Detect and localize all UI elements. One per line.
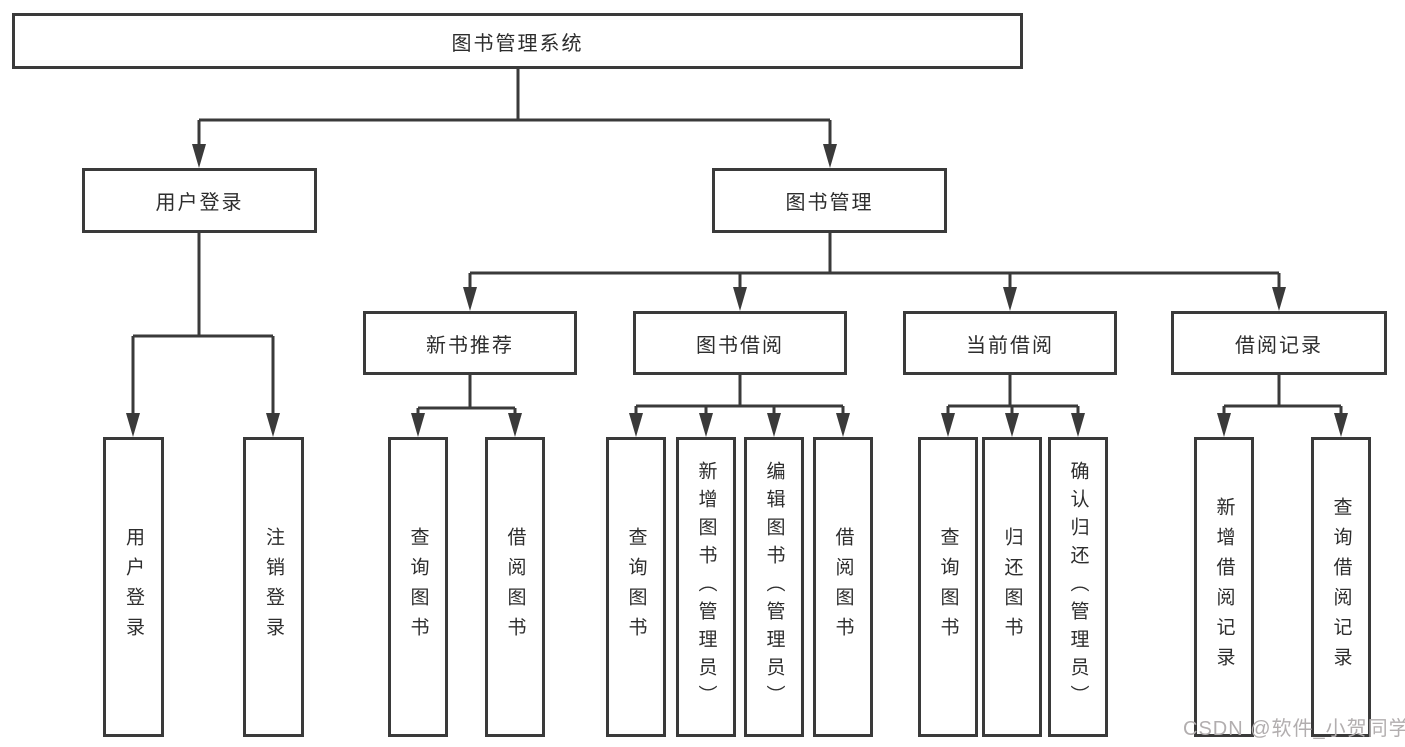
connector-current-borrow-branch [946, 375, 1080, 416]
leaf-logout: 注销登录 [243, 437, 304, 737]
leaf-borrow-book-2: 借阅图书 [813, 437, 873, 737]
leaf-confirm-return-admin: 确认归还（管理员） [1048, 437, 1108, 737]
node-system-root: 图书管理系统 [12, 13, 1023, 69]
leaf-query-book-1: 查询图书 [388, 437, 448, 737]
watermark: CSDN @软件_小贺同学 [1183, 718, 1405, 740]
arrowheads [126, 144, 1348, 437]
leaf-user-login: 用户登录 [103, 437, 164, 737]
connector-records-branch [1222, 375, 1343, 416]
leaf-return-book: 归还图书 [982, 437, 1042, 737]
leaf-edit-book-admin: 编辑图书（管理员） [744, 437, 804, 737]
connector-new-book-branch [416, 375, 517, 416]
node-current-borrow: 当前借阅 [903, 311, 1117, 375]
leaf-query-borrow-record: 查询借阅记录 [1311, 437, 1371, 737]
leaf-query-book-2: 查询图书 [606, 437, 666, 737]
connector-book-mgmt-branch [468, 233, 1281, 289]
leaf-add-borrow-record: 新增借阅记录 [1194, 437, 1254, 737]
connector-user-login-branch [131, 233, 275, 415]
leaf-borrow-book-1: 借阅图书 [485, 437, 545, 737]
node-borrow-records: 借阅记录 [1171, 311, 1387, 375]
node-book-mgmt: 图书管理 [712, 168, 947, 233]
node-book-borrow: 图书借阅 [633, 311, 847, 375]
connector-book-borrow-branch [634, 375, 845, 416]
leaf-add-book-admin: 新增图书（管理员） [676, 437, 736, 737]
node-user-login: 用户登录 [82, 168, 317, 233]
connector-root-branch [197, 69, 832, 146]
leaf-query-book-3: 查询图书 [918, 437, 978, 737]
node-new-book-rec: 新书推荐 [363, 311, 577, 375]
